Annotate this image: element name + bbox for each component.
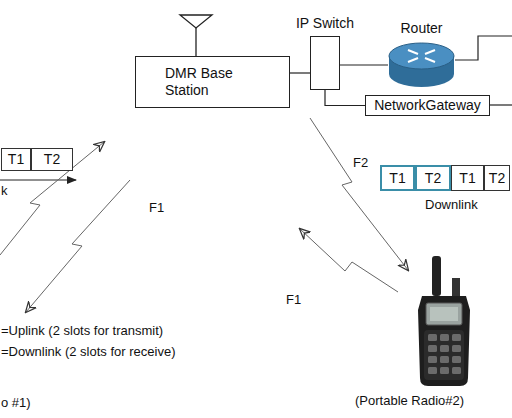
- keypad-key: [452, 334, 461, 341]
- antenna-symbol: [180, 15, 212, 56]
- ip-switch-box: IP Switch: [310, 36, 340, 90]
- radio-link: [26, 180, 130, 312]
- network-wire: [490, 104, 512, 105]
- node-text: T2: [489, 170, 505, 187]
- keypad-key: [428, 367, 437, 374]
- node-heading: Router: [400, 20, 442, 36]
- network-wire: [455, 36, 512, 60]
- node-text: T2: [425, 170, 441, 187]
- network-connector: [325, 90, 365, 106]
- keypad-key: [452, 367, 461, 374]
- router-shape: [388, 42, 455, 88]
- text-label: F1: [285, 292, 302, 308]
- text-label: =Downlink (2 slots for receive): [0, 344, 176, 360]
- keypad-key: [428, 356, 437, 363]
- text-label: F1: [148, 200, 165, 216]
- keypad-key: [428, 345, 437, 352]
- radio-link: [0, 142, 104, 255]
- keypad-key: [428, 334, 437, 341]
- time-slot: T1: [380, 165, 415, 191]
- time-slot: T2: [31, 148, 73, 171]
- network-connector: [290, 72, 310, 73]
- text-label: k: [0, 183, 9, 199]
- text-label: F2: [352, 155, 369, 171]
- text-label: =Uplink (2 slots for transmit): [0, 323, 164, 339]
- network-connector: [340, 64, 388, 65]
- keypad-key: [440, 367, 449, 374]
- process-box: DMR Base Station: [135, 56, 290, 108]
- node-heading: IP Switch: [296, 15, 354, 31]
- time-slot: T2: [415, 165, 451, 191]
- keypad-key: [440, 334, 449, 341]
- keypad-key: [440, 345, 449, 352]
- node-text: NetworkGateway: [374, 97, 481, 114]
- node-text: T2: [44, 151, 60, 168]
- node-text: DMR Base Station: [165, 65, 260, 99]
- text-label: o #1): [0, 395, 32, 411]
- process-box: NetworkGateway: [365, 95, 490, 116]
- keypad-key: [440, 356, 449, 363]
- radio-link: [300, 229, 398, 292]
- portable-radio-illustration: [418, 256, 470, 386]
- keypad-key: [452, 356, 461, 363]
- router-icon: Router: [388, 42, 455, 88]
- time-slot: T2: [484, 165, 510, 191]
- node-text: T1: [389, 170, 405, 187]
- text-label: Downlink: [424, 197, 479, 213]
- time-slot: T1: [451, 165, 484, 191]
- radio-link: [310, 118, 408, 270]
- slot-arrow: [0, 180, 76, 181]
- keypad-key: [452, 345, 461, 352]
- node-text: T1: [8, 151, 24, 168]
- node-text: T1: [459, 170, 475, 187]
- time-slot: T1: [1, 148, 31, 171]
- text-label: (Portable Radio#2): [354, 393, 465, 409]
